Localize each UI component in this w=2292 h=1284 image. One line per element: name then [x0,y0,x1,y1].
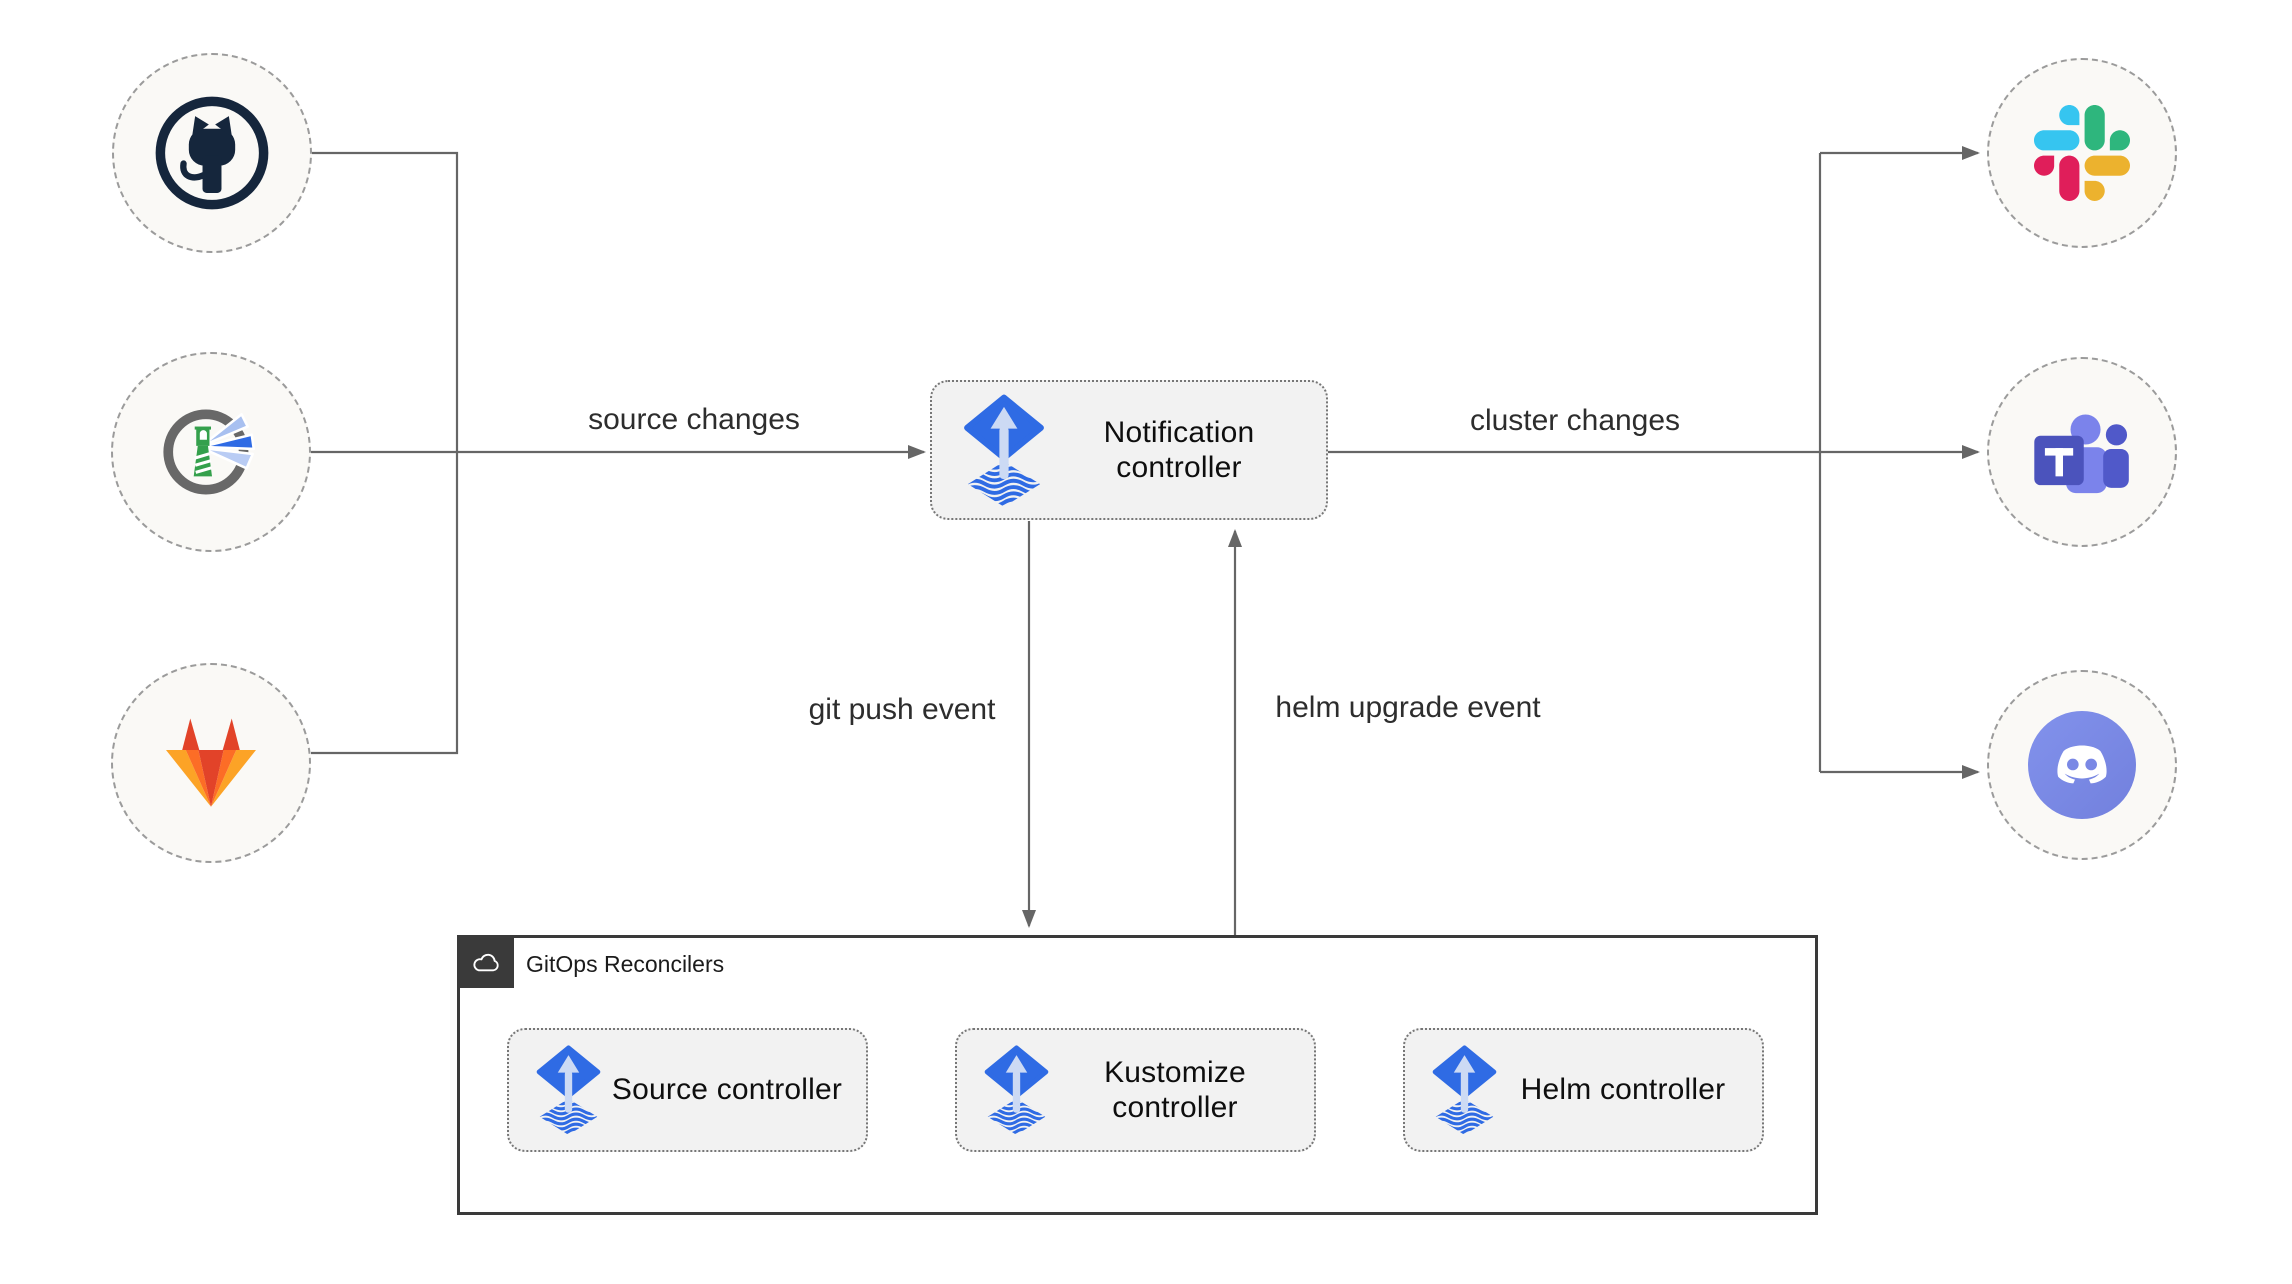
kustomize-controller-node: Kustomize controller [955,1028,1316,1152]
github-node [112,53,312,253]
gitlab-icon [166,718,256,807]
source-controller-label: Source controller [611,1073,843,1107]
teams-node [1987,357,2177,547]
harbor-node [111,352,311,552]
group-title: GitOps Reconcilers [526,951,725,977]
flux-icon [1432,1045,1497,1135]
gitlab-node [111,663,311,863]
github-icon [155,96,269,210]
cloud-icon [472,953,499,971]
flux-icon [984,1045,1049,1135]
edge-label-source-changes: source changes [588,403,800,436]
microsoft-teams-icon [2034,414,2129,493]
helm-controller-node: Helm controller [1403,1028,1764,1152]
slack-node [1987,58,2177,248]
discord-icon [2028,711,2136,819]
slack-icon [2034,105,2130,201]
edge-label-cluster-changes: cluster changes [1469,404,1681,437]
source-controller-node: Source controller [507,1028,868,1152]
helm-controller-label: Helm controller [1520,1073,1726,1107]
notification-controller-label: Notification controller [1103,415,1255,484]
group-header-tab [457,935,514,988]
kustomize-controller-label: Kustomize controller [1104,1055,1246,1124]
flux-icon [536,1045,601,1135]
flux-icon [964,394,1044,507]
notification-controller-node: Notification controller [930,380,1328,520]
edge-label-helm-upgrade: helm upgrade event [1275,691,1541,724]
discord-node [1987,670,2177,860]
edge-label-git-push: git push event [808,693,996,726]
harbor-icon [163,409,256,495]
wire-left-trunk [311,151,459,755]
